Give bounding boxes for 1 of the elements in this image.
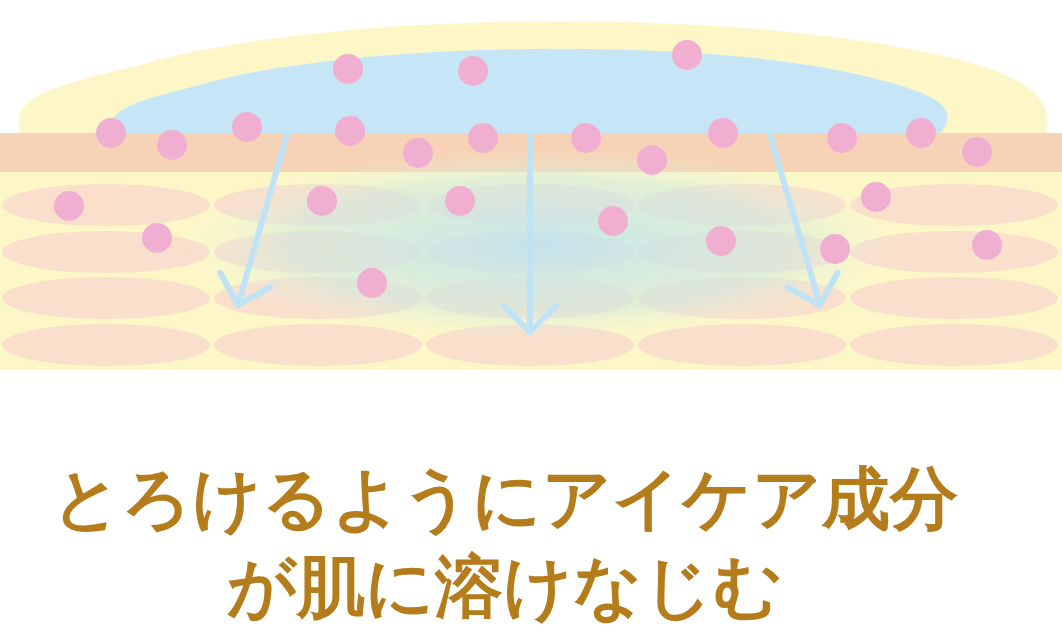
caption: とろけるようにアイケア成分が肌に溶けなじむ — [51, 458, 959, 628]
